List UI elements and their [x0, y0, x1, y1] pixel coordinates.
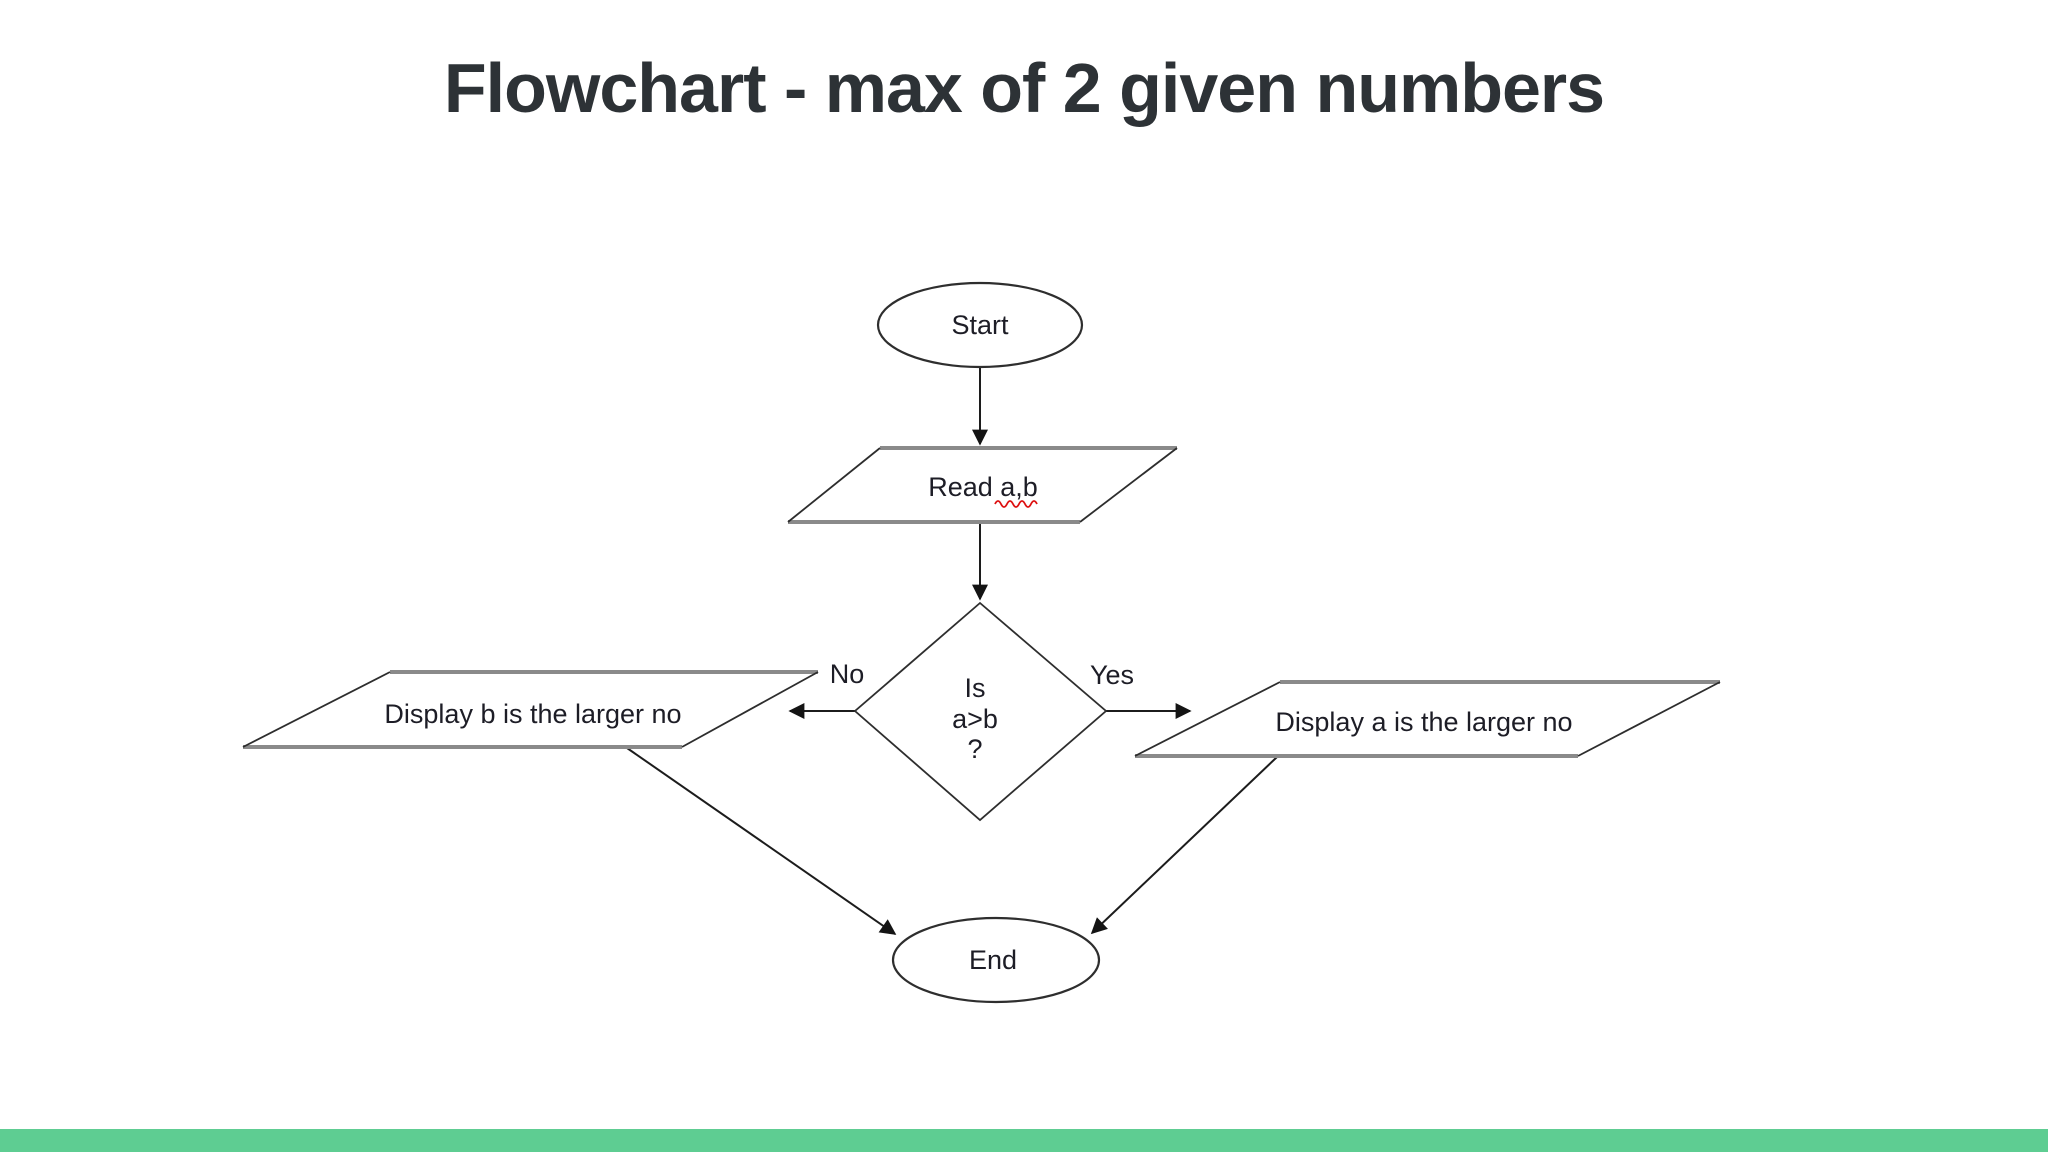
spellcheck-squiggle	[994, 500, 1038, 508]
decision-line-3: ?	[967, 734, 982, 764]
read-io-parallelogram: Read a,b	[787, 446, 1178, 524]
display-b-left-edge	[242, 671, 391, 748]
flowchart-connectors	[626, 368, 1278, 935]
read-io-left-edge	[787, 447, 881, 523]
edge-display-a-to-end	[1090, 756, 1278, 935]
display-b-right-edge	[681, 671, 819, 748]
read-io-shape	[788, 448, 1177, 522]
branch-label-no: No	[830, 659, 865, 689]
end-terminator	[891, 916, 1101, 1004]
display-a-left-edge	[1134, 681, 1281, 757]
decision-shape	[853, 601, 1108, 822]
display-a-shape	[1135, 682, 1720, 756]
edge-display-b-to-end	[626, 747, 897, 935]
display-a-right-edge	[1577, 681, 1721, 757]
display-b-shape	[243, 672, 818, 747]
decision-line-1: Is	[964, 673, 985, 703]
start-label: Start	[951, 310, 1009, 340]
display-b-label: Display b is the larger no	[384, 699, 681, 729]
start-terminator	[876, 281, 1084, 369]
display-b-parallelogram: Display b is the larger no	[242, 670, 819, 749]
page-title: Flowchart - max of 2 given numbers	[443, 49, 1605, 127]
display-a-parallelogram: Display a is the larger no	[1134, 680, 1721, 758]
branch-label-yes: Yes	[1090, 660, 1134, 690]
footer-accent-bar	[0, 1129, 2048, 1152]
read-label: Read a,b	[928, 472, 1038, 502]
decision-line-2: a>b	[952, 704, 998, 734]
end-label: End	[969, 945, 1017, 975]
display-a-label: Display a is the larger no	[1275, 707, 1572, 737]
read-io-right-edge	[1079, 447, 1178, 523]
decision-diamond: Is a>b ?	[853, 601, 1108, 822]
